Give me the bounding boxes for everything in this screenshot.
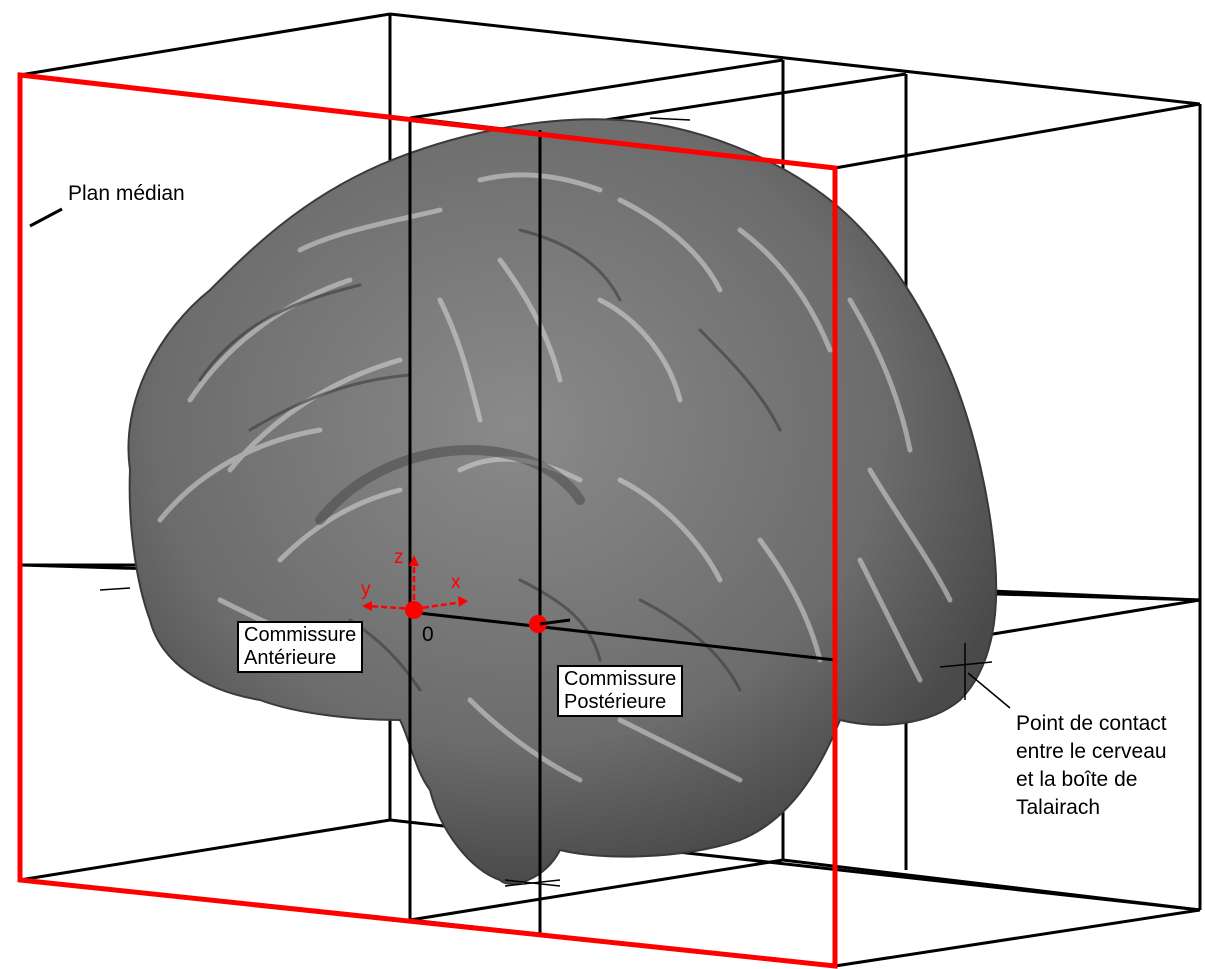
pc-label-line2: Postérieure [564, 691, 667, 713]
axis-z-label: z [394, 547, 404, 568]
median-plane-label: Plan médian [68, 182, 185, 205]
axes-origin [367, 562, 463, 611]
axis-y-label: y [361, 579, 371, 600]
axis-x-label: x [451, 572, 461, 593]
brain-rendering [127, 118, 998, 885]
anterior-commissure-marker [405, 601, 423, 619]
posterior-commissure-marker [529, 615, 547, 633]
anterior-commissure-label: Commissure Antérieure [237, 621, 364, 673]
contact-point-label: Point de contact entre le cerveau et la … [1016, 712, 1172, 819]
median-plane-leader [29, 207, 63, 228]
pc-label-line1: Commissure [564, 668, 677, 690]
median-plane [17, 72, 838, 969]
ac-label-line2: Antérieure [244, 647, 337, 669]
origin-label: 0 [422, 623, 434, 646]
posterior-commissure-label: Commissure Postérieure [557, 665, 684, 717]
axis-arrowheads [362, 555, 468, 611]
ac-label-line1: Commissure [244, 624, 357, 646]
pc-tick [539, 618, 571, 626]
contact-point-crosshair [99, 117, 1011, 887]
